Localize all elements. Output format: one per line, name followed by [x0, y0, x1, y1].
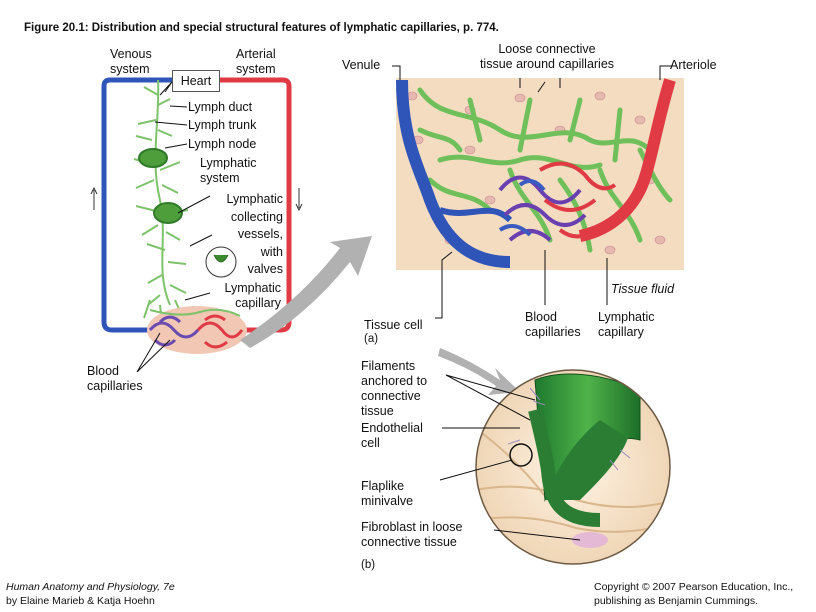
label-fibroblast: Fibroblast in loose connective tissue	[361, 520, 463, 549]
label-venule: Venule	[342, 58, 381, 72]
closeup-border	[475, 369, 671, 565]
capillary-bed-small	[147, 306, 247, 354]
label-lymph-trunk: Lymph trunk	[188, 118, 257, 132]
label-tissue-fluid: Tissue fluid	[611, 282, 675, 296]
label-lymphatic-system: Lymphatic system	[200, 156, 257, 185]
tissue-block	[396, 78, 684, 270]
label-loose-connective-tissue: Loose connective tissue around capillari…	[479, 42, 615, 71]
label-lymphatic-capillary: Lymphatic capillary	[224, 281, 281, 310]
label-lymph-node: Lymph node	[188, 137, 257, 151]
valve-callout-circle	[205, 246, 237, 278]
footer-authors: by Elaine Marieb & Katja Hoehn	[6, 595, 155, 607]
lymph-capillary-closeup	[476, 370, 670, 564]
label-blood-capillaries-right: Blood capillaries	[525, 310, 581, 339]
leader-lines	[136, 65, 672, 541]
label-arteriole: Arteriole	[670, 58, 717, 72]
valve-icon	[213, 254, 229, 263]
minivalve-callout-circle	[509, 443, 533, 467]
label-minivalve: Flaplike minivalve	[361, 479, 414, 508]
label-lymph-duct: Lymph duct	[188, 100, 253, 114]
label-collecting-vessels: Lymphatic collecting vessels, with valve…	[226, 192, 283, 276]
label-heart: Heart	[172, 70, 220, 92]
circulation-loop	[90, 77, 303, 333]
label-endothelial-cell: Endothelial cell	[361, 421, 423, 450]
label-blood-capillaries: Blood capillaries	[87, 364, 143, 393]
zoom-arrow-a	[240, 236, 372, 348]
footer-copyright: Copyright © 2007 Pearson Education, Inc.…	[594, 581, 794, 607]
panel-label-b: (b)	[361, 559, 376, 571]
label-arterial-system: Arterial system	[236, 47, 276, 76]
footer-book: Human Anatomy and Physiology, 7e	[6, 581, 175, 593]
panel-label-a: (a)	[364, 333, 379, 345]
zoom-arrow-b	[438, 348, 520, 395]
figure-title: Figure 20.1: Distribution and special st…	[24, 22, 499, 34]
lymphatic-system-tree	[133, 79, 189, 324]
label-tissue-cell: Tissue cell	[364, 318, 423, 332]
label-venous-system: Venous system	[110, 47, 152, 76]
label-filaments: Filaments anchored to connective tissue	[361, 359, 428, 418]
label-lymphatic-capillary-right: Lymphatic capillary	[598, 310, 655, 339]
